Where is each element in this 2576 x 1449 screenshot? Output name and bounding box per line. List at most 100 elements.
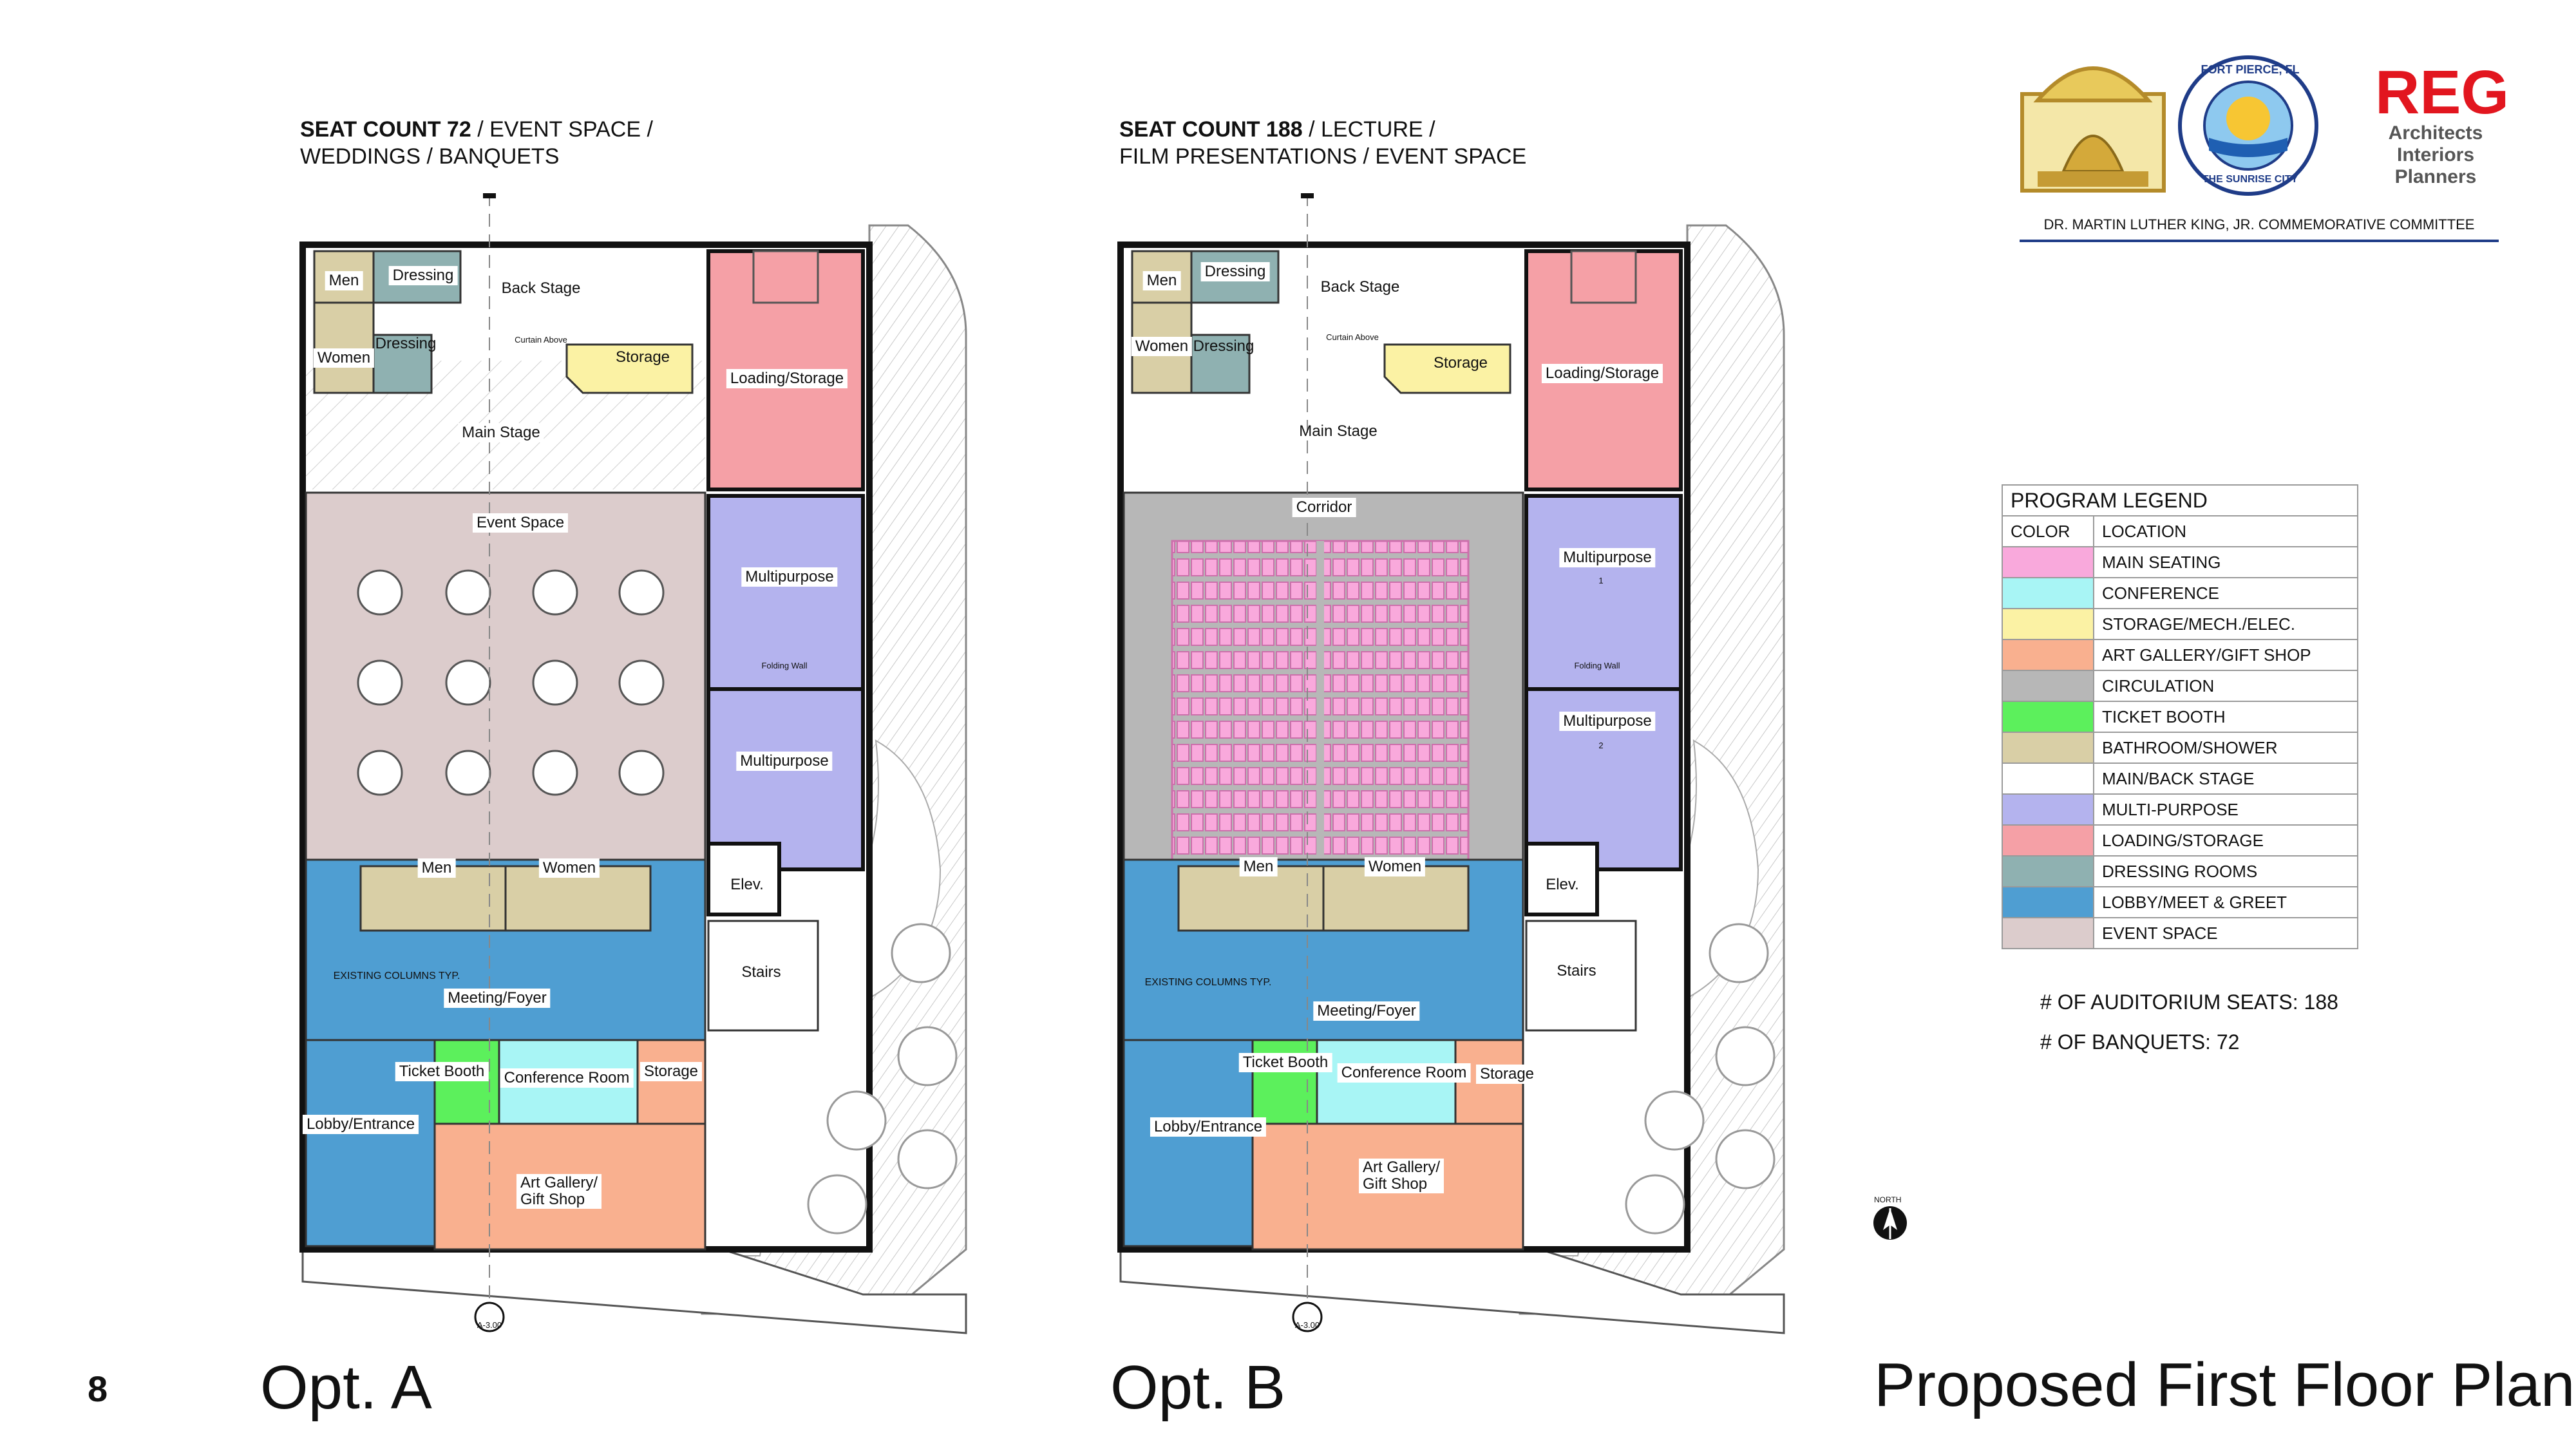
north-arrow-icon xyxy=(1873,1206,1907,1240)
multipurpose-number-1-b: 1 xyxy=(1598,576,1604,585)
curtain-note-b: Curtain Above xyxy=(1326,332,1379,342)
room-label-loading-a: Loading/Storage xyxy=(726,369,848,388)
room-label-dressing-top-a: Dressing xyxy=(388,266,458,285)
legend-row: EVENT SPACE xyxy=(2002,917,2358,949)
room-label-men-rr-b: Men xyxy=(1239,857,1278,876)
room-label-women-top-b: Women xyxy=(1131,337,1193,356)
legend-label: MAIN/BACK STAGE xyxy=(2093,762,2358,795)
legend-label: LOADING/STORAGE xyxy=(2093,824,2358,857)
existing-columns-note-b: EXISTING COLUMNS TYP. xyxy=(1144,977,1272,988)
option-a-heading-line1: / EVENT SPACE / xyxy=(471,117,653,142)
room-label-storage-front-a: Storage xyxy=(639,1062,703,1081)
option-b-seat-count: SEAT COUNT 188 xyxy=(1119,117,1303,142)
legend-label: MULTI-PURPOSE xyxy=(2093,793,2358,826)
room-label-elevator-a: Elev. xyxy=(726,875,768,895)
option-b-heading: SEAT COUNT 188 / LECTURE / FILM PRESENTA… xyxy=(1119,116,1526,170)
room-label-ticket-booth-b: Ticket Booth xyxy=(1238,1053,1332,1072)
room-label-women-rr-b: Women xyxy=(1364,857,1426,876)
legend-swatch xyxy=(2002,670,2094,702)
legend-col-location: LOCATION xyxy=(2093,515,2358,547)
room-label-back-stage-a: Back Stage xyxy=(501,279,581,297)
legend-row: DRESSING ROOMS xyxy=(2002,855,2358,887)
room-label-storage-stage-b: Storage xyxy=(1433,354,1488,372)
legend-row: MAIN/BACK STAGE xyxy=(2002,762,2358,795)
legend-label: BATHROOM/SHOWER xyxy=(2093,732,2358,764)
legend-label: LOBBY/MEET & GREET xyxy=(2093,886,2358,918)
seal-city-top-text: FORT PIERCE, FL xyxy=(2201,63,2300,76)
room-label-main-stage-a: Main Stage xyxy=(458,423,544,442)
committee-rule xyxy=(2020,240,2499,242)
room-label-lobby-a: Lobby/Entrance xyxy=(302,1115,419,1134)
option-a-heading: SEAT COUNT 72 / EVENT SPACE / WEDDINGS /… xyxy=(300,116,653,170)
folding-wall-note-a: Folding Wall xyxy=(761,661,808,670)
banquets-stat: # OF BANQUETS: 72 xyxy=(2040,1030,2240,1054)
auditorium-seats-stat: # OF AUDITORIUM SEATS: 188 xyxy=(2040,990,2338,1014)
legend-label: MAIN SEATING xyxy=(2093,546,2358,578)
legend-row: CIRCULATION xyxy=(2002,670,2358,702)
legend-swatch xyxy=(2002,732,2094,764)
option-a-label: Opt. A xyxy=(260,1353,432,1422)
reg-line-interiors: Interiors xyxy=(2396,144,2475,166)
legend-swatch xyxy=(2002,608,2094,640)
room-label-ticket-booth-a: Ticket Booth xyxy=(395,1062,489,1081)
section-ref-a: A-3.00 xyxy=(477,1320,502,1330)
art-gallery-line2-b: Gift Shop xyxy=(1362,1175,1428,1193)
room-label-multipurpose-2-a: Multipurpose xyxy=(736,752,833,771)
section-ref-b: A-3.00 xyxy=(1294,1320,1320,1330)
room-label-art-gallery-b: Art Gallery/ Gift Shop xyxy=(1358,1159,1444,1193)
option-b-heading-line1: / LECTURE / xyxy=(1302,117,1435,142)
room-label-multipurpose-1-b: Multipurpose xyxy=(1559,548,1656,567)
art-gallery-line1-b: Art Gallery/ xyxy=(1362,1159,1441,1176)
room-label-dressing-mid-b: Dressing xyxy=(1193,337,1255,355)
existing-columns-note-a: EXISTING COLUMNS TYP. xyxy=(333,971,460,981)
room-label-women-top-a: Women xyxy=(313,348,375,368)
room-label-stairs-b: Stairs xyxy=(1553,961,1600,981)
legend-swatch xyxy=(2002,639,2094,671)
legend-swatch xyxy=(2002,546,2094,578)
room-label-multipurpose-2-b: Multipurpose xyxy=(1559,712,1656,731)
room-label-dressing-top-b: Dressing xyxy=(1200,262,1270,281)
legend-label: DRESSING ROOMS xyxy=(2093,855,2358,887)
legend-row: STORAGE/MECH./ELEC. xyxy=(2002,608,2358,640)
reg-line-architects: Architects xyxy=(2388,122,2483,144)
room-label-dressing-mid-a: Dressing xyxy=(375,335,437,352)
room-label-women-rr-a: Women xyxy=(538,858,600,878)
room-label-storage-front-b: Storage xyxy=(1475,1065,1539,1084)
page-title: Proposed First Floor Plan xyxy=(1874,1350,2575,1419)
legend-row: ART GALLERY/GIFT SHOP xyxy=(2002,639,2358,671)
room-label-back-stage-b: Back Stage xyxy=(1320,278,1400,296)
option-a-seat-count: SEAT COUNT 72 xyxy=(300,117,471,142)
mlk-committee-logo xyxy=(2020,66,2166,193)
legend-row: MAIN SEATING xyxy=(2002,546,2358,578)
reg-line-planners: Planners xyxy=(2394,166,2477,187)
legend-swatch xyxy=(2002,577,2094,609)
room-label-meeting-foyer-b: Meeting/Foyer xyxy=(1313,1001,1420,1021)
legend-swatch xyxy=(2002,793,2094,826)
folding-wall-note-b: Folding Wall xyxy=(1574,661,1620,670)
option-b-label: Opt. B xyxy=(1110,1353,1286,1422)
room-label-multipurpose-1-a: Multipurpose xyxy=(741,567,838,587)
page-number: 8 xyxy=(88,1368,108,1409)
art-gallery-line1-a: Art Gallery/ xyxy=(520,1174,598,1191)
room-label-meeting-foyer-a: Meeting/Foyer xyxy=(444,989,551,1008)
legend-label: CIRCULATION xyxy=(2093,670,2358,702)
multipurpose-number-2-b: 2 xyxy=(1598,741,1604,750)
legend-label: TICKET BOOTH xyxy=(2093,701,2358,733)
legend-label: CONFERENCE xyxy=(2093,577,2358,609)
legend-label: STORAGE/MECH./ELEC. xyxy=(2093,608,2358,640)
seal-city-bottom-text: THE SUNRISE CITY xyxy=(2202,174,2298,185)
legend-row: TICKET BOOTH xyxy=(2002,701,2358,733)
landscape-area-b xyxy=(1519,224,1785,1315)
legend-swatch xyxy=(2002,886,2094,918)
room-label-corridor-b: Corridor xyxy=(1292,498,1356,517)
legend-row: CONFERENCE xyxy=(2002,577,2358,609)
room-label-men-top-b: Men xyxy=(1142,271,1181,290)
art-gallery-line2-a: Gift Shop xyxy=(520,1191,585,1208)
room-label-conference-a: Conference Room xyxy=(500,1068,634,1088)
legend-col-color: COLOR xyxy=(2002,515,2094,547)
curtain-note-a: Curtain Above xyxy=(515,335,567,345)
room-label-lobby-b: Lobby/Entrance xyxy=(1150,1117,1267,1137)
committee-caption: DR. MARTIN LUTHER KING, JR. COMMEMORATIV… xyxy=(2043,216,2475,232)
option-b-heading-line2: FILM PRESENTATIONS / EVENT SPACE xyxy=(1119,144,1527,169)
legend-label: EVENT SPACE xyxy=(2093,917,2358,949)
